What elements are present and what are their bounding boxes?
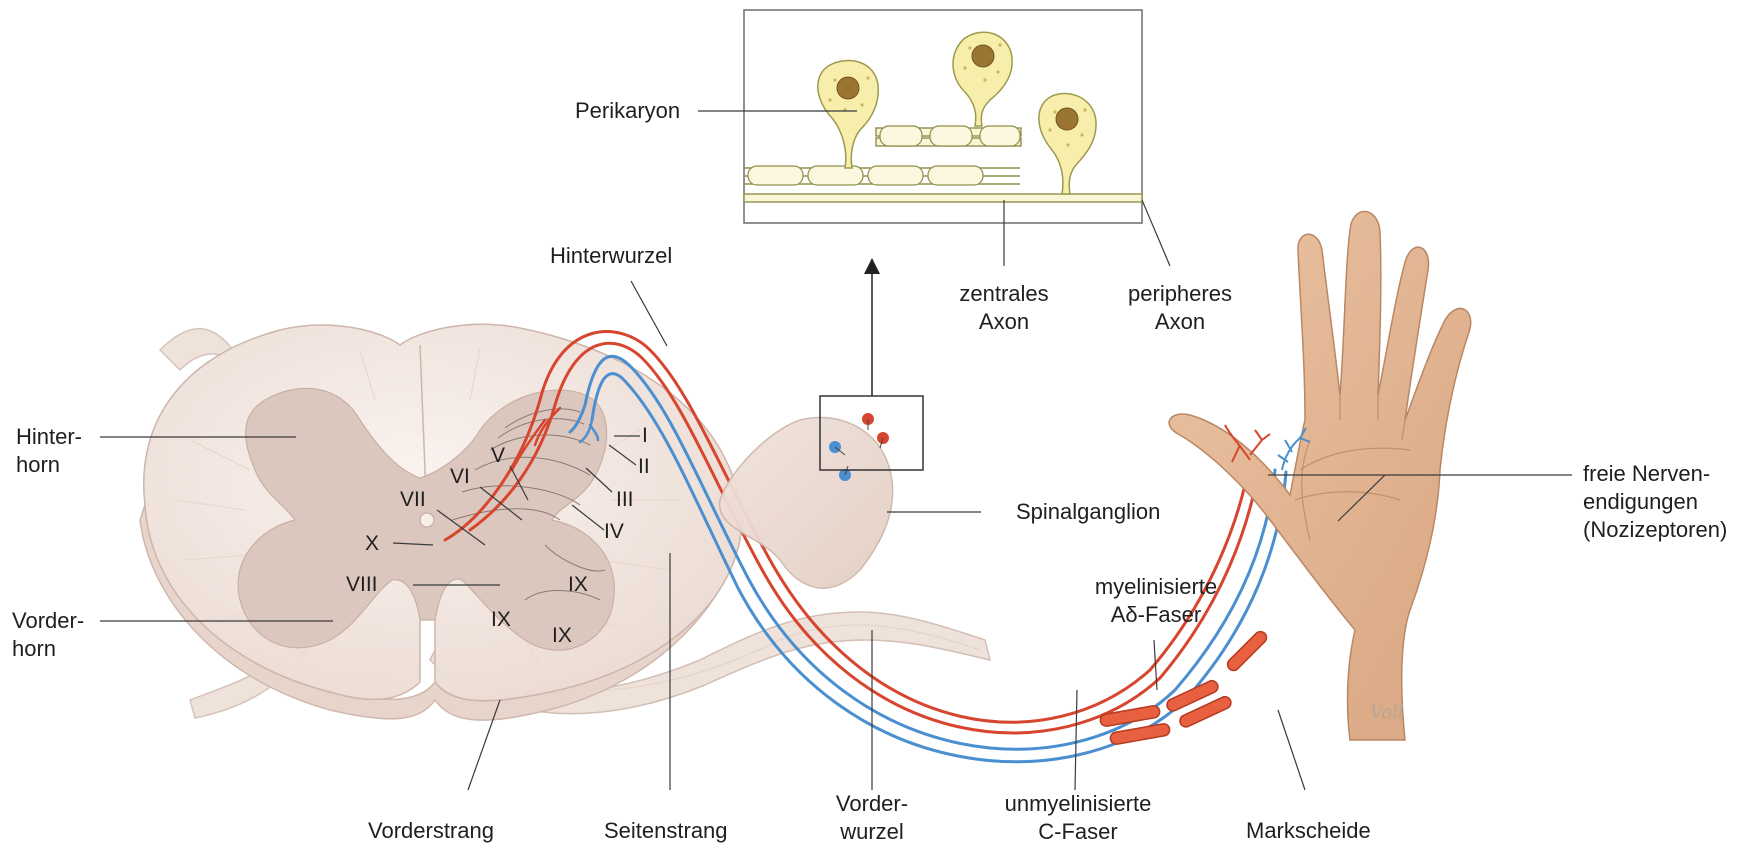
label-zentrales-axon-line2: Axon xyxy=(950,308,1058,336)
label-vorderhorn: Vorder- horn xyxy=(12,607,84,663)
label-vorderwurzel: Vorder- wurzel xyxy=(822,790,922,846)
label-freie-nervenendigungen-line1: freie Nerven- xyxy=(1583,460,1727,488)
label-seitenstrang: Seitenstrang xyxy=(604,817,728,845)
lamina-V: V xyxy=(491,444,505,468)
label-freie-nervenendigungen-line3: (Nozizeptoren) xyxy=(1583,516,1727,544)
label-zentrales-axon: zentrales Axon xyxy=(950,280,1058,336)
label-unmyelinisierte-faser: unmyelinisierte C-Faser xyxy=(990,790,1166,846)
label-unmyelinisierte-line1: unmyelinisierte xyxy=(990,790,1166,818)
label-markscheide: Markscheide xyxy=(1246,817,1371,845)
label-perikaryon: Perikaryon xyxy=(575,97,680,125)
lamina-VIII: VIII xyxy=(346,573,378,597)
label-vorderstrang: Vorderstrang xyxy=(368,817,494,845)
label-hinterhorn-line1: Hinter- xyxy=(16,423,82,451)
label-zentrales-axon-line1: zentrales xyxy=(950,280,1058,308)
lamina-III: III xyxy=(616,488,634,512)
label-hinterwurzel: Hinterwurzel xyxy=(550,242,672,270)
label-peripheres-axon-line2: Axon xyxy=(1118,308,1242,336)
artist-signature: Voll xyxy=(1370,702,1404,723)
spinal-ganglion xyxy=(720,258,923,588)
label-peripheres-axon: peripheres Axon xyxy=(1118,280,1242,336)
label-vorderhorn-line1: Vorder- xyxy=(12,607,84,635)
label-freie-nervenendigungen-line2: endigungen xyxy=(1583,488,1727,516)
label-peripheres-axon-line1: peripheres xyxy=(1118,280,1242,308)
lamina-X: X xyxy=(365,532,379,556)
label-myelinisierte-line1: myelinisierte xyxy=(1082,573,1230,601)
lamina-VII: VII xyxy=(400,488,426,512)
label-vorderwurzel-line1: Vorder- xyxy=(822,790,922,818)
lamina-IX-left: IX xyxy=(491,608,511,632)
lamina-II: II xyxy=(638,455,650,479)
label-spinalganglion: Spinalganglion xyxy=(1016,498,1160,526)
spinal-cord xyxy=(140,324,742,720)
label-unmyelinisierte-line2: C-Faser xyxy=(990,818,1166,846)
lamina-IV: IV xyxy=(604,520,624,544)
lamina-IX-lower: IX xyxy=(552,624,572,648)
lamina-I: I xyxy=(642,424,648,448)
label-hinterhorn: Hinter- horn xyxy=(16,423,82,479)
label-freie-nervenendigungen: freie Nerven- endigungen (Nozizeptoren) xyxy=(1583,460,1727,544)
label-vorderwurzel-line2: wurzel xyxy=(822,818,922,846)
label-myelinisierte-line2: Aδ-Faser xyxy=(1082,601,1230,629)
label-hinterhorn-line2: horn xyxy=(16,451,82,479)
inset-neuron-box xyxy=(744,10,1142,223)
lamina-IX-upper: IX xyxy=(568,573,588,597)
label-vorderhorn-line2: horn xyxy=(12,635,84,663)
lamina-VI: VI xyxy=(450,465,470,489)
label-myelinisierte-faser: myelinisierte Aδ-Faser xyxy=(1082,573,1230,629)
